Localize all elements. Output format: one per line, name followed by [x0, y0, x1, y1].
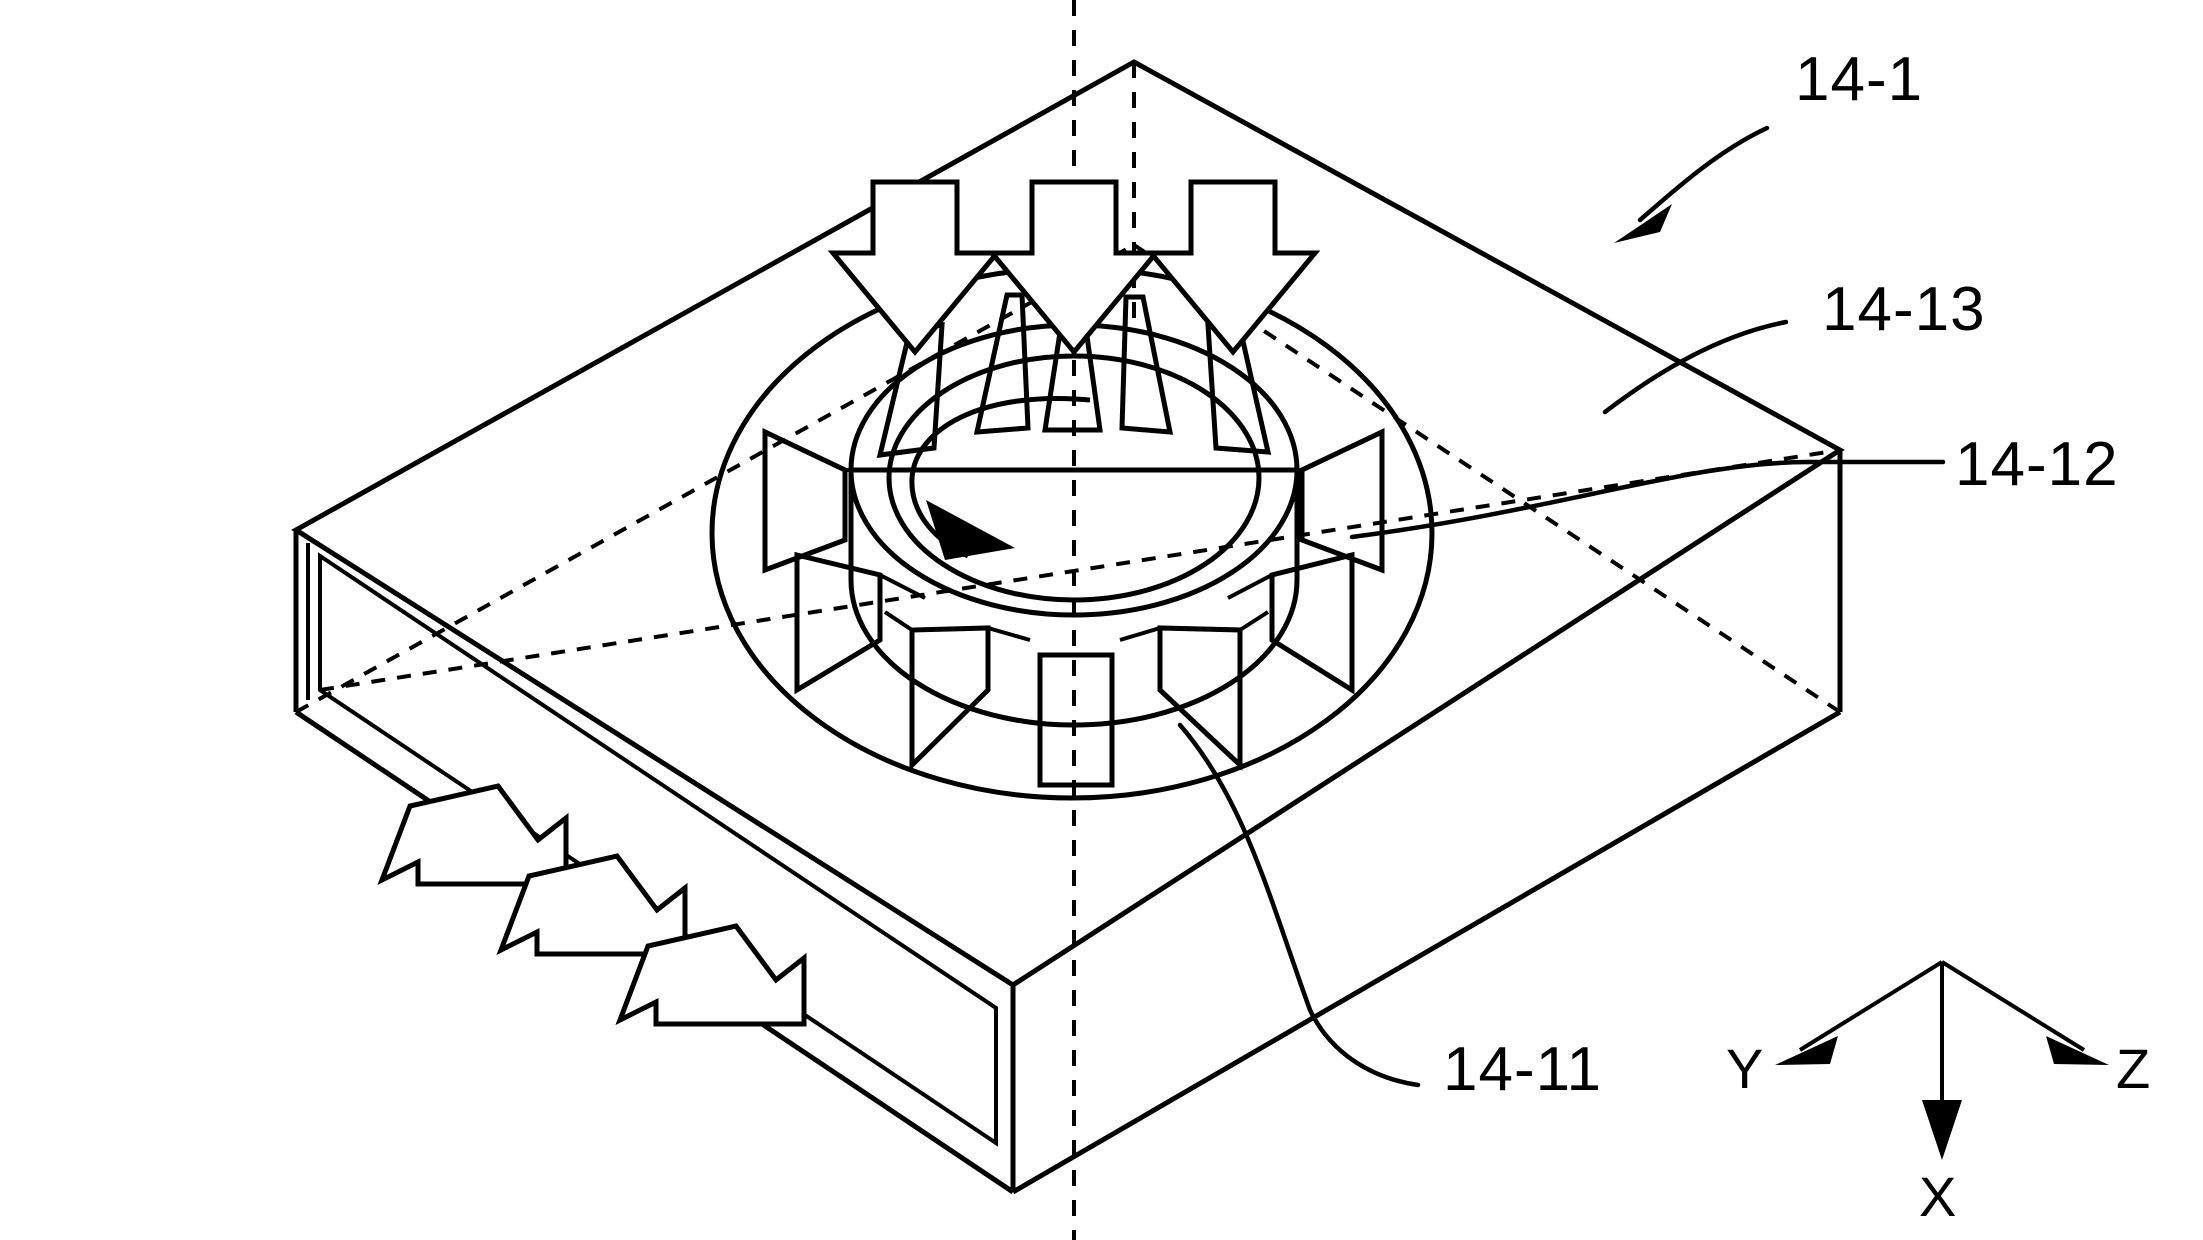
intake-arrow: [1145, 179, 1321, 356]
impeller-blade: [1119, 294, 1174, 435]
axis-label-z: Z: [2116, 1037, 2150, 1100]
housing-bottom-right-edge: [1011, 709, 1842, 1195]
axis-label-y: Y: [1726, 1037, 1763, 1100]
exhaust-arrow: [377, 783, 569, 887]
impeller-blade: [1299, 428, 1385, 574]
exhaust-arrow: [615, 923, 807, 1027]
intake-arrow: [986, 179, 1162, 356]
impeller-hub-top-inner: [886, 353, 1262, 603]
housing-outlet-slot: [318, 552, 998, 1147]
impeller-blade: [1157, 625, 1243, 771]
exhaust-arrow: [496, 853, 688, 957]
impeller: [762, 292, 1385, 788]
rotation-arrow-head: [926, 500, 1015, 560]
leader-14-12: [1349, 459, 1811, 540]
impeller-blade: [794, 551, 883, 695]
leader-14-13: [1602, 319, 1789, 415]
impeller-blades-front: [762, 428, 1385, 788]
rotation-arrow-arc: [909, 396, 1091, 559]
impeller-blade: [1269, 551, 1355, 695]
axis-line-y: [1798, 960, 1944, 1052]
callout-label-14-11: 14-11: [1443, 1035, 1602, 1104]
axis-label-x: X: [1919, 1165, 1956, 1228]
impeller-blade: [973, 292, 1031, 435]
impeller-blade-roots: [845, 468, 1302, 642]
impeller-blade: [762, 428, 848, 574]
callout-label-14-12: 14-12: [1955, 430, 2119, 499]
callout-label-14-1: 14-1: [1795, 45, 1923, 114]
coordinate-axes: Y Z X: [1726, 960, 2150, 1228]
axis-line-z: [1940, 960, 2086, 1052]
intake-arrow: [827, 179, 1003, 356]
housing-body: [291, 59, 1845, 1195]
impeller-blade: [1037, 652, 1115, 788]
callout-labels: 14-1 14-13 14-12 14-11: [1443, 45, 2119, 1104]
leader-14-1-arrowhead: [1614, 204, 1672, 243]
axis-arrowhead-y: [1775, 1036, 1838, 1065]
intake-arrows: [827, 179, 1321, 356]
exhaust-arrows: [377, 783, 807, 1027]
leader-14-11: [1177, 722, 1421, 1088]
callout-label-14-13: 14-13: [1822, 275, 1986, 344]
leader-14-1: [1637, 125, 1770, 223]
impeller-blade: [909, 625, 991, 771]
impeller-hub-bottom-arc: [849, 579, 1299, 727]
axis-arrowhead-x: [1922, 1100, 1962, 1160]
callout-leaders: [1177, 125, 1946, 1088]
rotation-arrow: [909, 396, 1091, 560]
axis-arrowhead-z: [2046, 1036, 2109, 1065]
center-axis-lines: [1072, 0, 1136, 1240]
